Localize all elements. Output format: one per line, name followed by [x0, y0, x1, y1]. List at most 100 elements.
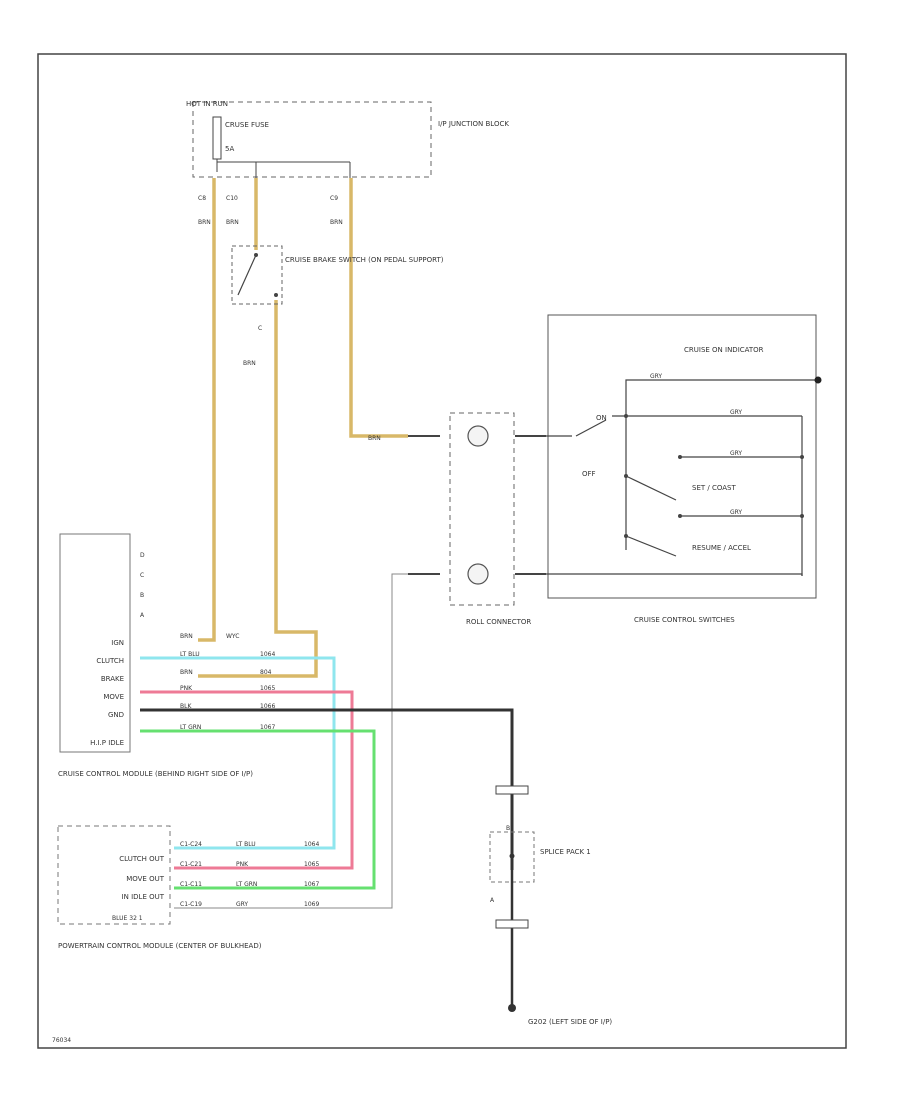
ground-point: G202 (LEFT SIDE OF I/P) [508, 1004, 612, 1026]
wire-idle [140, 729, 376, 890]
hot-in-run-label: HOT IN RUN [186, 100, 228, 108]
wire-brake [198, 300, 318, 678]
terminal-c10: C10 [226, 195, 238, 202]
wire-clutch-circuit: 1064 [260, 651, 275, 658]
cruise-switch-assembly: CRUISE ON INDICATOR GRY ON OFF GRY GRY S… [546, 314, 822, 624]
wire-brake-color: BRN [180, 669, 193, 676]
pcm-outline [57, 825, 171, 925]
set-coast-label: SET / COAST [692, 484, 736, 492]
ground-label: G202 (LEFT SIDE OF I/P) [528, 1018, 612, 1026]
junction-block-label: I/P JUNCTION BLOCK [438, 120, 509, 128]
splice-pin-a: A [490, 897, 495, 904]
indicator-lamp-icon [814, 376, 822, 384]
pcm-wire-2-circuit: 1065 [304, 861, 319, 868]
pcm-connector: BLUE 32 1 [112, 915, 143, 922]
module-wire-labels: BRN WYC LT BLU 1064 BRN 804 PNK 1065 BLK… [180, 633, 275, 731]
set-coast-switch-blade [625, 475, 677, 501]
powertrain-control-module: CLUTCH OUT MOVE OUT IN IDLE OUT C1-C24 C… [57, 825, 319, 950]
fuse-symbol [212, 116, 222, 160]
wire-to-clockspring [349, 178, 408, 438]
wire-ign-color: BRN [180, 633, 193, 640]
ground-icon [508, 1004, 516, 1012]
switch-wire-4: GRY [730, 509, 742, 516]
clockspring-wire-label: BRN [368, 435, 381, 442]
brake-switch-wire: BRN [243, 360, 256, 367]
figure-id: 76034 [52, 1037, 71, 1044]
roll-contact-bottom [467, 563, 489, 585]
pcm-clutch-out: CLUTCH OUT [119, 855, 164, 863]
wire-gnd-circuit: 1066 [260, 703, 275, 710]
module-pin-d: D [140, 552, 145, 559]
terminal-c9: C9 [330, 195, 338, 202]
off-label: OFF [582, 470, 596, 478]
wire-label-c10: BRN [226, 219, 239, 226]
pcm-label: POWERTRAIN CONTROL MODULE (CENTER OF BUL… [58, 942, 262, 950]
wire-clutch [140, 656, 336, 850]
wire-ign-circuit: WYC [226, 633, 239, 640]
wire-gnd-color: BLK [180, 703, 192, 710]
switch-wire-2: GRY [730, 409, 742, 416]
pcm-pin-3: C1-C11 [180, 881, 202, 888]
fuse-amp: 5A [225, 145, 234, 153]
terminal-c8: C8 [198, 195, 206, 202]
module-pin-c: C [140, 572, 144, 579]
brake-switch-label: CRUISE BRAKE SWITCH (ON PEDAL SUPPORT) [285, 256, 444, 264]
brake-switch-outline [231, 245, 283, 305]
cruise-control-switches-label: CRUISE CONTROL SWITCHES [634, 616, 735, 624]
wire-ground [140, 708, 514, 870]
splice-pack: B A SPLICE PACK 1 [489, 785, 591, 1006]
pcm-wire-1-circuit: 1064 [304, 841, 319, 848]
module-pin-brake: BRAKE [101, 675, 124, 683]
roll-contact-top [467, 425, 489, 447]
splice-pin-b: B [506, 825, 510, 832]
on-label: ON [596, 414, 607, 422]
module-pin-gnd: GND [108, 711, 124, 719]
pcm-pin-4: C1-C19 [180, 901, 202, 908]
on-off-switch-blade [575, 419, 607, 437]
fuse-label: CRUSE FUSE [225, 121, 269, 129]
roll-connector-label: ROLL CONNECTOR [466, 618, 531, 626]
brake-switch: CRUISE BRAKE SWITCH (ON PEDAL SUPPORT) C… [231, 245, 444, 367]
roll-connector: BRN ROLL CONNECTOR [368, 412, 546, 626]
module-pin-clutch: CLUTCH [96, 657, 124, 665]
pcm-wire-3-color: LT GRN [236, 881, 257, 888]
cruise-control-module: D C B A IGN CLUTCH BRAKE MOVE GND H.I.P … [58, 533, 253, 778]
module-pin-idle: H.I.P IDLE [90, 739, 124, 747]
wire-ign [198, 178, 216, 642]
wire-brake-circuit: 804 [260, 669, 272, 676]
module-label: CRUISE CONTROL MODULE (BEHIND RIGHT SIDE… [58, 770, 253, 778]
pcm-pin-2: C1-C21 [180, 861, 202, 868]
wire-idle-color: LT GRN [180, 724, 201, 731]
indicator-wire: GRY [650, 373, 662, 380]
junction-block: HOT IN RUN CRUSE FUSE 5A I/P JUNCTION BL… [186, 100, 509, 226]
wire-move-circuit: 1065 [260, 685, 275, 692]
pcm-wire-4-circuit: 1069 [304, 901, 319, 908]
resume-accel-label: RESUME / ACCEL [692, 544, 751, 552]
wire-move [140, 690, 354, 870]
module-pin-ign: IGN [111, 639, 124, 647]
cruise-on-indicator-label: CRUISE ON INDICATOR [684, 346, 764, 354]
cruise-switch-outline [547, 314, 817, 599]
resume-accel-switch-blade [625, 535, 677, 557]
diagram-frame [37, 53, 847, 1049]
roll-connector-outline [449, 412, 515, 606]
brake-switch-terminal: C [258, 325, 262, 332]
junction-block-outline [192, 101, 432, 178]
wire-label-c8: BRN [198, 219, 211, 226]
wire-idle-circuit: 1067 [260, 724, 275, 731]
tan-wires [198, 178, 408, 678]
switch-wire-3: GRY [730, 450, 742, 457]
splice-pack-label: SPLICE PACK 1 [540, 848, 591, 856]
wire-move-color: PNK [180, 685, 193, 692]
pcm-wire-2-color: PNK [236, 861, 249, 868]
module-pin-move: MOVE [103, 693, 124, 701]
pcm-wire-1-color: LT BLU [236, 841, 256, 848]
module-outline [59, 533, 131, 753]
module-wires [140, 656, 514, 890]
module-pin-a: A [140, 612, 145, 619]
pcm-wire-4-color: GRY [236, 901, 248, 908]
pcm-move-out: MOVE OUT [126, 875, 164, 883]
pcm-wire-3-circuit: 1067 [304, 881, 319, 888]
module-pin-b: B [140, 592, 144, 599]
